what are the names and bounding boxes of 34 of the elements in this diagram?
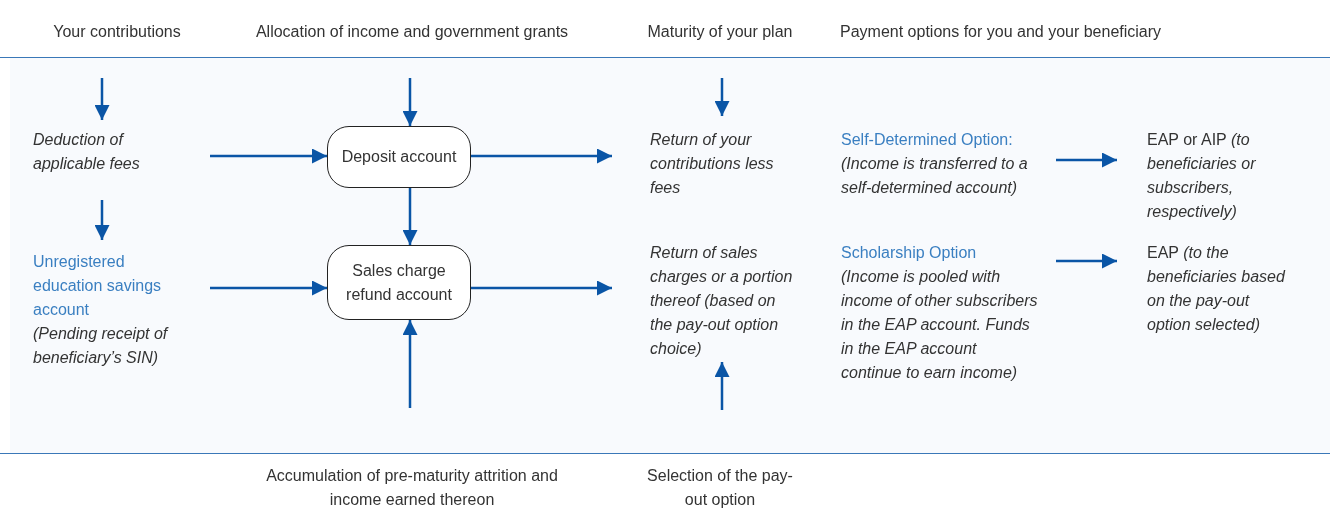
arrow [714, 362, 730, 410]
arrow [471, 148, 612, 164]
arrow [94, 200, 110, 240]
arrow [471, 280, 612, 296]
input-caption: Accumulation of pre-maturity attrition and income earned thereon [265, 466, 559, 510]
arrow [210, 148, 327, 164]
description-text: Return of sales charges or a portion thereof (based on the pay-out option choice) [650, 243, 794, 359]
column-header: Maturity of your plan [646, 22, 794, 42]
option-heading: Self-Determined Option: [841, 130, 1014, 150]
column-header: Payment options for you and your beneficiary [840, 22, 1163, 42]
arrow [1056, 253, 1117, 269]
description-text: Deduction of applicable fees [33, 130, 141, 174]
description-text: (Pending receipt of beneficiary’s SIN) [33, 324, 170, 368]
description-text: (Income is transferred to a self-determined account) [841, 154, 1029, 198]
option-heading: Scholarship Option [841, 243, 978, 263]
box-label: Sales charge refund account [345, 260, 453, 305]
arrow [402, 78, 418, 126]
arrow [402, 188, 418, 245]
description-text: (Income is pooled with income of other subscribers in the EAP account. Funds in the EAP account continue to earn income) [841, 267, 1039, 383]
column-header: Your contributions [52, 22, 182, 42]
arrow [714, 78, 730, 116]
box-label: Deposit account [341, 147, 457, 167]
option-heading: Unregistered education savings account [33, 252, 163, 320]
arrow [402, 320, 418, 408]
description-text: EAP or AIP (to beneficiaries or subscribers, respectively) [1147, 130, 1257, 222]
arrow [1056, 152, 1117, 168]
arrow [210, 280, 327, 296]
description-text: Return of your contributions less fees [650, 130, 775, 198]
column-header: Allocation of income and government grants [254, 22, 570, 42]
arrow [94, 78, 110, 120]
description-text: EAP (to the beneficiaries based on the pay-out option selected) [1147, 243, 1287, 335]
account-box [327, 245, 471, 320]
input-caption: Selection of the pay-out option [646, 466, 794, 510]
account-box [327, 126, 471, 188]
